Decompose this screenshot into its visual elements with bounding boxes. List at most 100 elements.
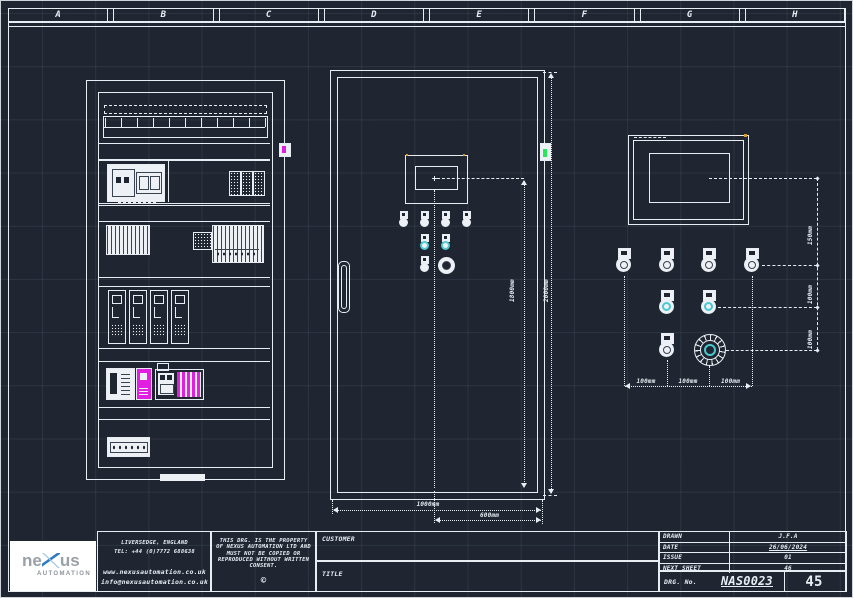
side-mounted-component [279, 143, 291, 157]
meta-value: 01 [784, 554, 792, 561]
lock-indicator [543, 149, 547, 157]
meta-row: NEXT SHEET 46 [659, 563, 846, 573]
meta-value: 26/06/2024 [768, 543, 808, 551]
pushbutton [420, 256, 429, 272]
plc-power-module [136, 368, 152, 400]
column-label: A [8, 8, 109, 22]
column-label: G [639, 8, 740, 22]
hmi-corner-mark [744, 134, 747, 137]
component-row-band [99, 160, 270, 204]
dim-arrow [521, 483, 527, 488]
trunking-band [99, 143, 270, 160]
enclosure-outer [330, 70, 545, 500]
column-ruler: A B C D E F G H [8, 8, 845, 22]
din-rail-top [103, 116, 268, 138]
logo-x-icon [41, 553, 60, 568]
dim-extension [434, 491, 435, 523]
dim-arrow [333, 507, 338, 513]
dim-label-door-width: 600mm [479, 512, 500, 519]
button-base [701, 257, 716, 272]
twin-socket [136, 172, 162, 194]
frame-line [8, 26, 845, 27]
customer-field: CUSTOMER [315, 531, 660, 562]
title-label: TITLE [322, 570, 343, 578]
dim-arrow [625, 383, 630, 389]
fuse-holder [229, 171, 241, 196]
dim-line-overall-width [334, 510, 541, 511]
hmi-inner-frame [633, 140, 744, 220]
drive-detail [175, 307, 182, 318]
dim-label-row-gap: 100mm [807, 329, 814, 349]
drg-label: DRG. No. [664, 578, 697, 586]
emergency-stop-button [438, 257, 455, 274]
dim-line-door-height [524, 181, 525, 486]
drive-vent [132, 324, 143, 337]
pushbutton [659, 333, 676, 359]
meta-value: 46 [784, 564, 792, 572]
dim-line-door-width [436, 520, 541, 521]
module-vents [139, 386, 148, 395]
column-label: E [429, 8, 530, 22]
dim-label-door-height: 1800mm [509, 279, 516, 302]
dim-label-col-gap: 100mm [678, 378, 698, 385]
contact-box: LIVERSEDGE, ENGLAND TEL: +44 (0)7772 688… [97, 531, 212, 592]
drive-vent [153, 324, 164, 337]
dim-arrow [435, 517, 440, 523]
estop-mushroom [704, 344, 716, 356]
meta-row: ISSUE 01 [659, 553, 846, 564]
center-cross [434, 176, 435, 181]
button-base [420, 241, 429, 250]
drive-vent [174, 324, 185, 337]
button-base [441, 241, 450, 250]
disclaimer-text: THIS DRG. IS THE PROPERTY OF NEXUS AUTOM… [216, 538, 311, 570]
dim-line-overall-height [551, 75, 552, 493]
estop-collar [700, 340, 720, 360]
drive-display [112, 295, 122, 304]
dim-leader [718, 307, 817, 308]
door-handle [338, 261, 350, 313]
dim-leader [709, 178, 817, 179]
fuse-holder [241, 171, 253, 196]
contactor [106, 368, 135, 400]
rcd-device [112, 169, 135, 197]
button-base [616, 257, 631, 272]
disclaimer-box: THIS DRG. IS THE PROPERTY OF NEXUS AUTOM… [210, 531, 317, 592]
dim-dropper [709, 366, 710, 386]
estop-center [442, 261, 451, 270]
socket-face [150, 176, 160, 190]
contact-location: LIVERSEDGE, ENGLAND [121, 540, 188, 546]
drive-detail [112, 307, 119, 318]
plc-cpu [158, 373, 174, 395]
drive-unit [150, 290, 168, 344]
logo-prefix: ne [22, 551, 42, 570]
dim-extension [543, 495, 557, 496]
trunking-band [99, 407, 270, 420]
drg-divider [784, 572, 785, 591]
drive-display [133, 295, 143, 304]
illuminated-pushbutton [420, 234, 429, 250]
cpu-port [167, 375, 172, 380]
pushbutton [659, 248, 676, 274]
trunking-band [99, 205, 270, 222]
button-base [659, 257, 674, 272]
dim-extension [542, 500, 543, 524]
dim-dropper [667, 360, 668, 386]
frame-hatch-marks [634, 137, 666, 138]
din-component [193, 232, 212, 250]
terminal-block-group [106, 225, 150, 255]
bottom-terminal-strip [107, 437, 150, 457]
pushbutton [616, 248, 633, 274]
dim-leader [762, 265, 817, 266]
customer-label: CUSTOMER [322, 535, 355, 543]
drg-number: NAS0023 [721, 574, 773, 588]
drive-unit [171, 290, 189, 344]
dim-node [815, 176, 820, 181]
dim-arrow [536, 507, 541, 513]
terminal-strip [104, 105, 267, 114]
dim-label-hmi-offset: 150mm [807, 225, 814, 245]
title-field: TITLE [315, 560, 660, 592]
trunking-band [99, 348, 270, 362]
